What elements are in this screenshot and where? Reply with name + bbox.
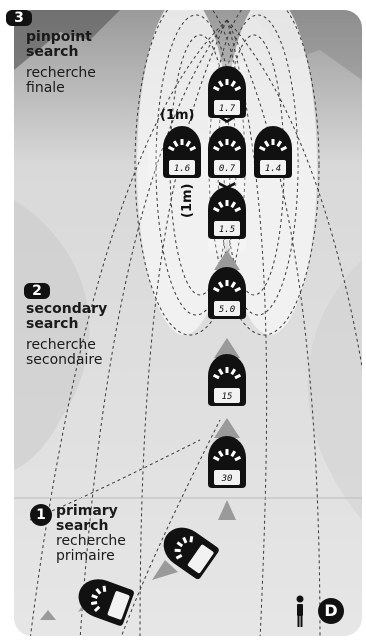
transceiver-device-icon: 1.6	[163, 126, 201, 178]
step-label-fr: primaire	[56, 549, 126, 564]
transceiver-device-icon: 5.0	[208, 267, 246, 319]
transceiver-device-icon: 15	[208, 354, 246, 406]
step-label-en: search	[56, 519, 126, 534]
step-label-primary: primary search recherche primaire	[56, 504, 126, 564]
transceiver-device-icon: 30	[208, 436, 246, 488]
grid-distance-label: (1m)	[180, 184, 195, 218]
device-reading: 15	[222, 392, 233, 402]
device-reading: 5.0	[219, 305, 235, 315]
device-reading: 1.6	[174, 164, 190, 174]
transceiver-device-icon: 0.7	[208, 126, 246, 178]
device-reading: 0.7	[219, 164, 236, 174]
step-number-badge: 2	[24, 283, 50, 299]
step-label-fr: recherche	[56, 534, 126, 549]
transceiver-device-icon: 1.4	[254, 126, 292, 178]
step-label-fr: recherche	[26, 66, 96, 81]
transceiver-device-icon: 1.7	[208, 66, 246, 118]
device-reading: 1.5	[219, 225, 235, 235]
step-label-en: search	[26, 45, 96, 60]
device-reading: 30	[221, 474, 233, 484]
corner-badge: D	[318, 598, 344, 624]
step-label-en: secondary	[26, 302, 107, 317]
device-reading: 1.7	[219, 104, 236, 114]
grid-distance-label: (1m)	[160, 108, 194, 123]
step-label-pinpoint: pinpoint search recherche finale	[26, 30, 96, 96]
step-label-fr: recherche	[26, 338, 107, 353]
step-label-fr: finale	[26, 81, 96, 96]
step-label-en: pinpoint	[26, 30, 96, 45]
step-label-en: primary	[56, 504, 126, 519]
step-number-badge: 3	[6, 10, 32, 26]
transceiver-device-icon: 1.5	[208, 187, 246, 239]
device-reading: 1.4	[265, 164, 281, 174]
step-number-badge: 1	[30, 504, 52, 526]
step-label-fr: secondaire	[26, 353, 107, 368]
step-label-secondary: secondary search recherche secondaire	[26, 302, 107, 368]
step-label-en: search	[26, 317, 107, 332]
